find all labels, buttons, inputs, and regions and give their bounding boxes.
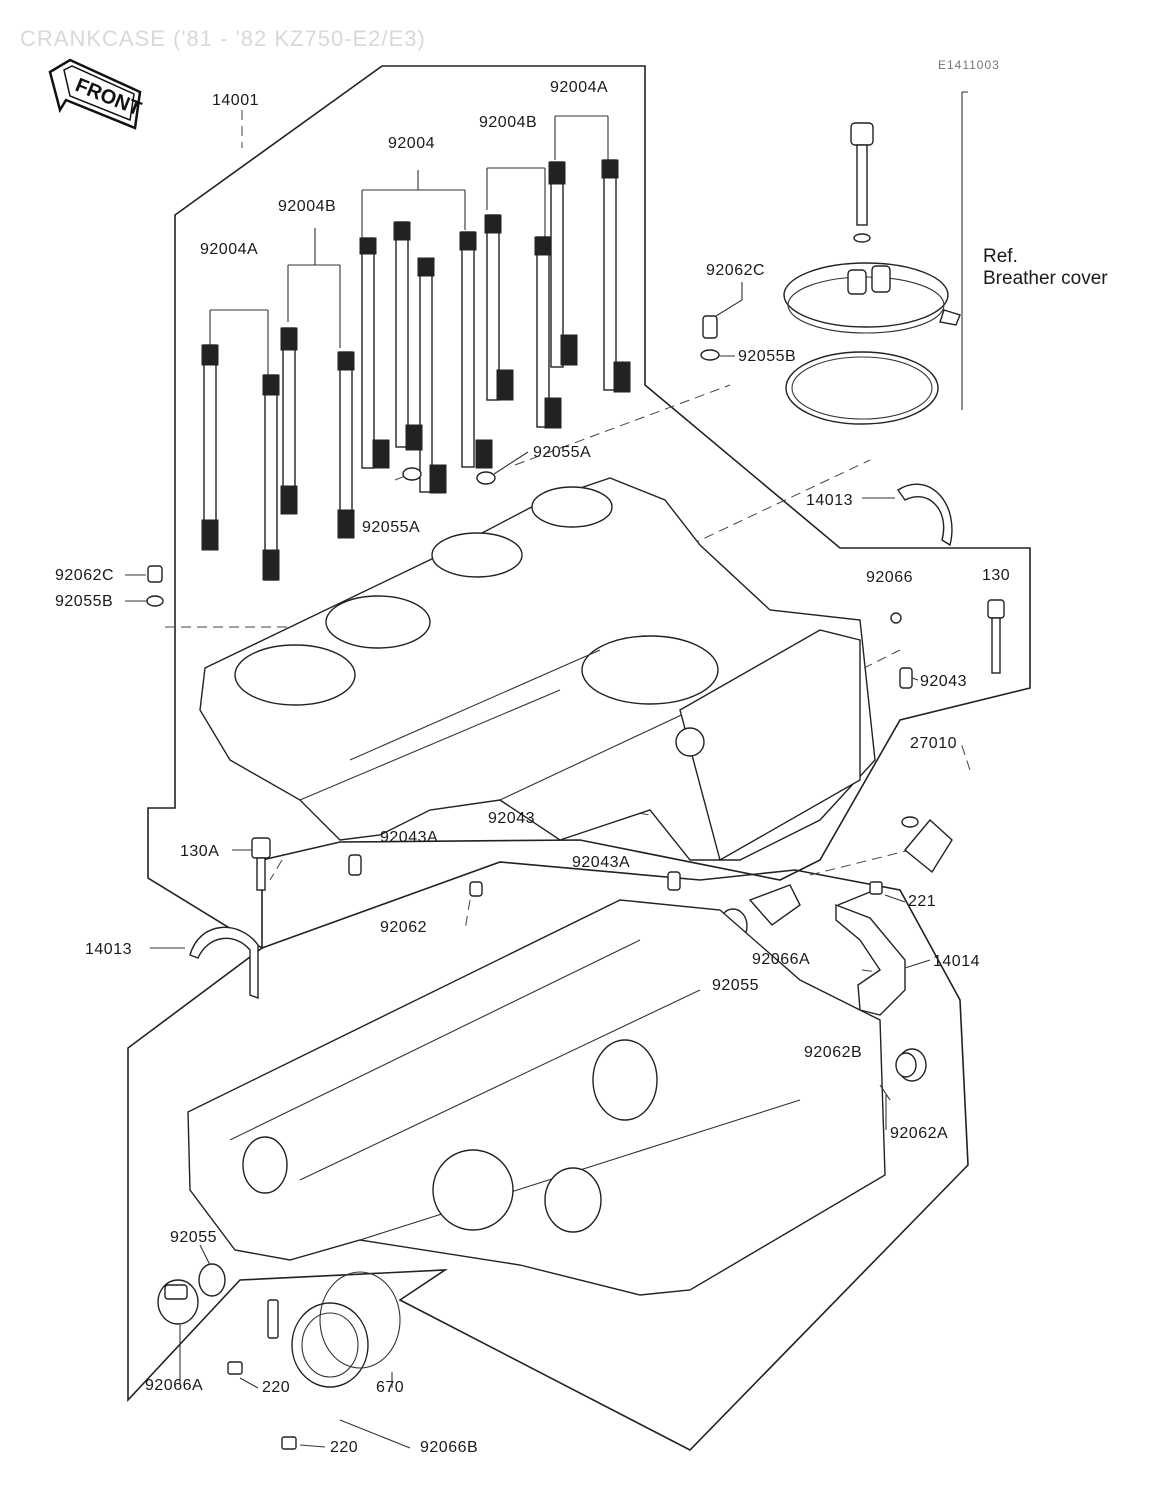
callout-130a: 130A bbox=[180, 843, 219, 860]
callout-92004a-top: 92004A bbox=[550, 79, 608, 96]
callout-92055b-left: 92055B bbox=[55, 593, 113, 610]
callout-92055a-right: 92055A bbox=[533, 444, 591, 461]
callout-92043a-mid: 92043A bbox=[572, 854, 630, 871]
callout-14013-lower: 14013 bbox=[85, 941, 132, 958]
callout-92055-left: 92055 bbox=[170, 1229, 217, 1246]
cover-14014 bbox=[835, 881, 906, 1016]
callout-92043a-left: 92043A bbox=[380, 829, 438, 846]
callout-221: 221 bbox=[908, 893, 936, 910]
callout-92043-right: 92043 bbox=[920, 673, 967, 690]
oil-filter-cover-670 bbox=[227, 1271, 401, 1450]
upper-crankcase bbox=[199, 477, 876, 862]
plug-92062a bbox=[895, 1048, 927, 1082]
drain-plug-92066a-left bbox=[157, 1263, 226, 1325]
callout-92066: 92066 bbox=[866, 569, 913, 586]
diagram-code: E1411003 bbox=[938, 58, 1000, 72]
callout-92062a: 92062A bbox=[890, 1125, 948, 1142]
callout-220-b: 220 bbox=[330, 1439, 358, 1456]
lower-crankcase bbox=[187, 899, 886, 1296]
ref-label: Ref. bbox=[983, 246, 1018, 267]
breather-ref-bracket bbox=[961, 91, 968, 410]
callout-leader-lines bbox=[125, 282, 931, 1449]
callout-92043-mid: 92043 bbox=[488, 810, 535, 827]
callout-92004: 92004 bbox=[388, 135, 435, 152]
callout-14001: 14001 bbox=[212, 92, 259, 109]
callout-92055b-upper: 92055B bbox=[738, 348, 796, 365]
seal-14013-lower bbox=[189, 926, 259, 1000]
callout-220-a: 220 bbox=[262, 1379, 290, 1396]
stud-group-leaders bbox=[209, 115, 609, 375]
dowel-pins bbox=[146, 315, 913, 1027]
callout-130: 130 bbox=[982, 567, 1010, 584]
callout-92062c-upper: 92062C bbox=[706, 262, 765, 279]
callout-92004b-top: 92004B bbox=[479, 114, 537, 131]
callout-92062: 92062 bbox=[380, 919, 427, 936]
callout-92062c-left: 92062C bbox=[55, 567, 114, 584]
bolt-130 bbox=[987, 599, 1005, 674]
callout-92004a-left: 92004A bbox=[200, 241, 258, 258]
front-arrow-sign: FRONT bbox=[48, 58, 144, 130]
callout-92055a-left: 92055A bbox=[362, 519, 420, 536]
callout-92066b: 92066B bbox=[420, 1439, 478, 1456]
callout-27010: 27010 bbox=[910, 735, 957, 752]
diagram-title: CRANKCASE ('81 - '82 KZ750-E2/E3) bbox=[20, 26, 426, 51]
ref-breather-cover: Breather cover bbox=[983, 268, 1108, 289]
callout-14014: 14014 bbox=[933, 953, 980, 970]
callout-92004b-left: 92004B bbox=[278, 198, 336, 215]
callout-92055-right: 92055 bbox=[712, 977, 759, 994]
callout-92066a-right: 92066A bbox=[752, 951, 810, 968]
bolt-130a bbox=[251, 837, 271, 891]
seal-14013-upper bbox=[897, 483, 953, 547]
lower-case-outline bbox=[127, 861, 969, 1451]
callout-14013-upper: 14013 bbox=[806, 492, 853, 509]
part-callouts: 14001 92004A 92004B 92004 92004B 92004A … bbox=[55, 79, 1010, 1456]
oil-pressure-switch bbox=[901, 816, 953, 874]
breather-cover bbox=[783, 122, 961, 425]
cylinder-studs bbox=[201, 159, 631, 581]
callout-92062b: 92062B bbox=[804, 1044, 862, 1061]
callout-92066a-left: 92066A bbox=[145, 1377, 203, 1394]
callout-670: 670 bbox=[376, 1379, 404, 1396]
upper-case-outline bbox=[147, 65, 1031, 950]
